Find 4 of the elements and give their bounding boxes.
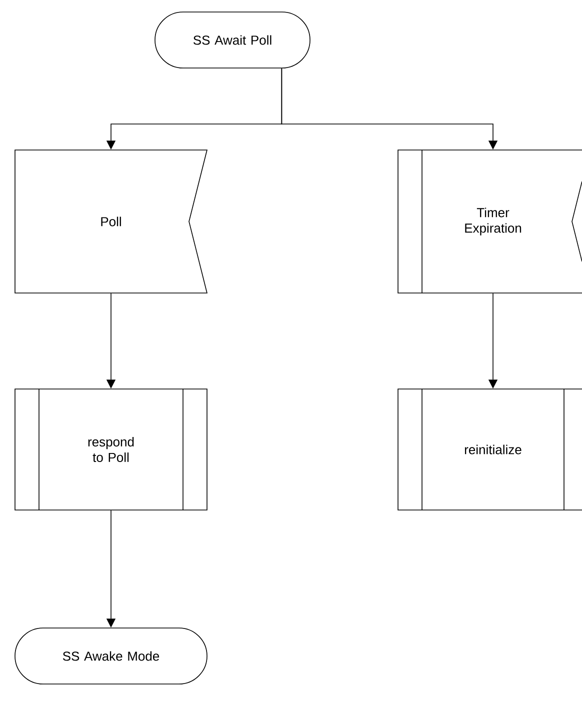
signal-box: Poll	[14, 150, 208, 294]
signal-box: Timer Expiration	[398, 150, 582, 294]
process-box: respond to Poll	[14, 388, 208, 510]
process-box: reinitialize	[398, 388, 582, 510]
